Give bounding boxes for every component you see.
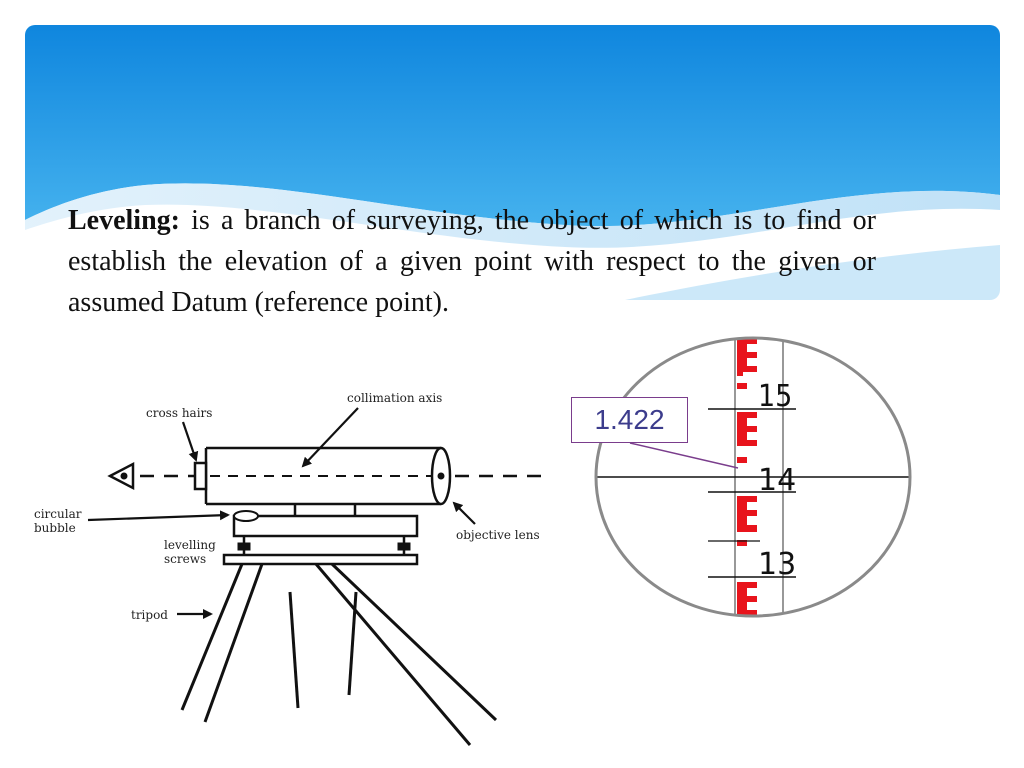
- definition-term: Leveling:: [68, 205, 180, 236]
- label-circular: circular: [34, 507, 82, 521]
- objective-lens-arrow: [452, 501, 476, 525]
- label-cross-hairs: cross hairs: [146, 406, 212, 420]
- definition-text: is a branch of surveying, the object of …: [68, 205, 876, 318]
- reading-pointer: [629, 442, 739, 469]
- circular-bubble-arrow: [87, 510, 230, 522]
- level-instrument: [107, 446, 545, 746]
- cross-hairs-arrow: [181, 421, 199, 462]
- label-bubble: bubble: [34, 521, 76, 535]
- label-objective-lens: objective lens: [456, 528, 540, 542]
- staff-reading-callout: 1.422: [571, 397, 688, 443]
- definition-paragraph: Leveling: is a branch of surveying, the …: [68, 200, 876, 323]
- header-banner: [25, 25, 1000, 300]
- label-screws: screws: [164, 552, 206, 566]
- staff-number-15: 15: [758, 379, 792, 414]
- label-collimation-axis: collimation axis: [347, 391, 442, 405]
- tripod: [180, 562, 498, 746]
- staff-view: 15 14 13: [594, 336, 912, 618]
- levelling-screws: [237, 536, 411, 555]
- telescope-view-circle: [594, 336, 912, 618]
- staff-number-13: 13: [758, 547, 796, 582]
- label-levelling: levelling: [164, 538, 216, 552]
- staff-red-graduations: [737, 338, 757, 616]
- leveling-diagram: collimation axis cross hairs circular bu…: [34, 336, 912, 746]
- staff-number-14: 14: [758, 463, 796, 498]
- label-tripod: tripod: [131, 608, 168, 622]
- collimation-axis-arrow: [301, 407, 359, 468]
- circular-bubble: [233, 510, 259, 522]
